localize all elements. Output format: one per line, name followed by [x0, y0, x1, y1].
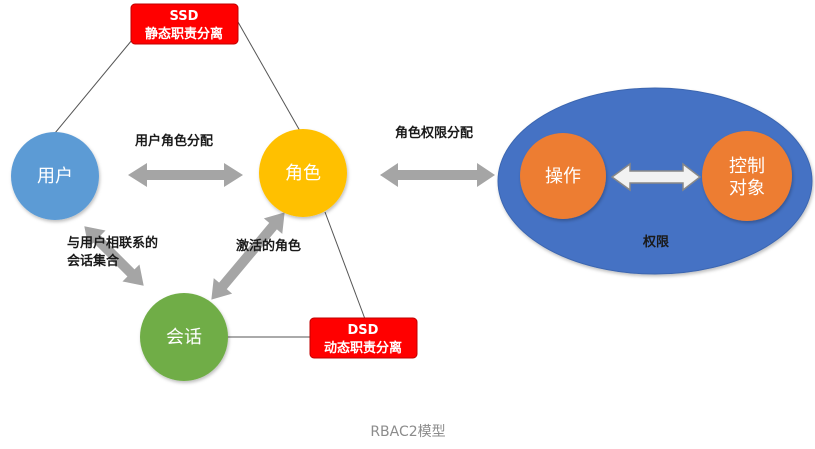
user-role-assignment-label: 用户角色分配	[134, 133, 213, 149]
permission-label: 权限	[642, 234, 670, 250]
user-session-label-line2: 会话集合	[67, 253, 120, 269]
operation-node-label: 操作	[545, 166, 581, 187]
ssd-role-line	[237, 21, 301, 132]
user-node[interactable]	[11, 132, 99, 220]
role-node-label: 角色	[285, 163, 321, 184]
session-role-arrow	[211, 212, 285, 300]
session-node[interactable]	[140, 293, 228, 381]
ssd-box	[130, 3, 239, 45]
control-object-node[interactable]	[702, 131, 792, 221]
role-node[interactable]	[259, 129, 347, 217]
dsd-box	[309, 317, 418, 359]
dsd-constraint: DSD 动态职责分离	[309, 317, 418, 359]
user-session-label-line1: 与用户相联系的	[67, 235, 158, 251]
user-node-label: 用户	[37, 166, 73, 187]
dsd-role-line	[324, 211, 366, 320]
role-permission-arrow	[380, 163, 495, 187]
dsd-subtitle: 动态职责分离	[324, 340, 402, 356]
ssd-user-line	[54, 39, 133, 134]
control-object-label-line1: 控制	[729, 156, 765, 177]
role-permission-assignment-label: 角色权限分配	[395, 125, 473, 141]
ssd-title: SSD	[170, 9, 199, 24]
user-session-arrow	[84, 226, 144, 286]
operation-node[interactable]	[520, 133, 606, 219]
diagram-caption: RBAC2模型	[370, 424, 445, 440]
control-object-label-line2: 对象	[729, 178, 765, 199]
user-role-arrow	[128, 163, 243, 187]
ssd-constraint: SSD 静态职责分离	[130, 3, 239, 45]
session-node-label: 会话	[166, 327, 202, 348]
dsd-title: DSD	[348, 323, 379, 338]
operation-object-arrow	[610, 162, 702, 192]
ssd-subtitle: 静态职责分离	[145, 26, 223, 42]
activated-roles-label: 激活的角色	[236, 238, 301, 254]
